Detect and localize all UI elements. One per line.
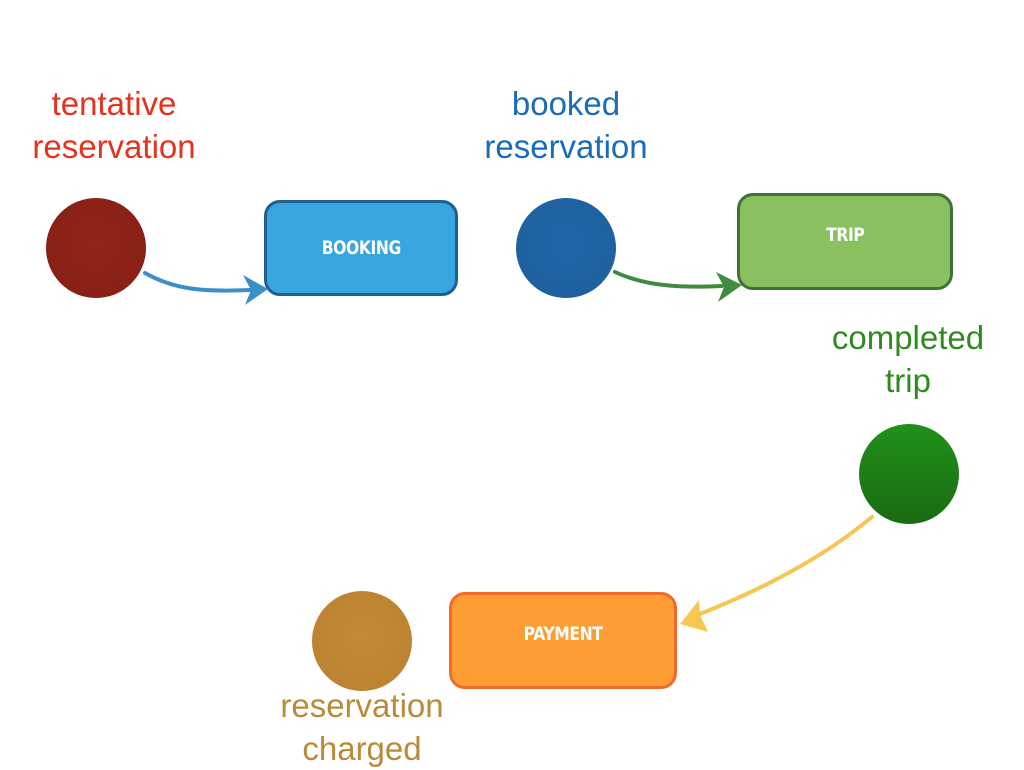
tentative-reservation-node [46, 198, 146, 298]
booked-reservation-label: booked reservation [466, 82, 666, 168]
reservation-charged-label: reservation charged [262, 684, 462, 770]
completed-label-line1: completed [831, 319, 985, 356]
arrow-completed-to-payment [680, 515, 874, 632]
tentative-label-line2: reservation [32, 128, 196, 165]
booking-label: BOOKING [321, 237, 401, 259]
charged-label-line2: charged [302, 730, 422, 767]
tentative-label-line1: tentative [51, 85, 177, 122]
payment-label: PAYMENT [523, 623, 603, 645]
trip-label: TRIP [825, 224, 865, 246]
arrow-booked-to-trip [613, 270, 742, 302]
reservation-charged-node [312, 591, 412, 691]
charged-label-line1: reservation [280, 687, 444, 724]
payment-process-box: PAYMENT [449, 592, 677, 689]
arrow-tentative-to-booking [143, 271, 268, 305]
booking-process-box: BOOKING [264, 200, 458, 296]
booked-label-line1: booked [511, 85, 621, 122]
completed-trip-node [859, 424, 959, 524]
trip-process-box: TRIP [737, 193, 953, 290]
tentative-reservation-label: tentative reservation [14, 82, 214, 168]
booked-label-line2: reservation [484, 128, 648, 165]
completed-label-line2: trip [885, 362, 931, 399]
completed-trip-label: completed trip [808, 316, 1008, 402]
booked-reservation-node [516, 198, 616, 298]
